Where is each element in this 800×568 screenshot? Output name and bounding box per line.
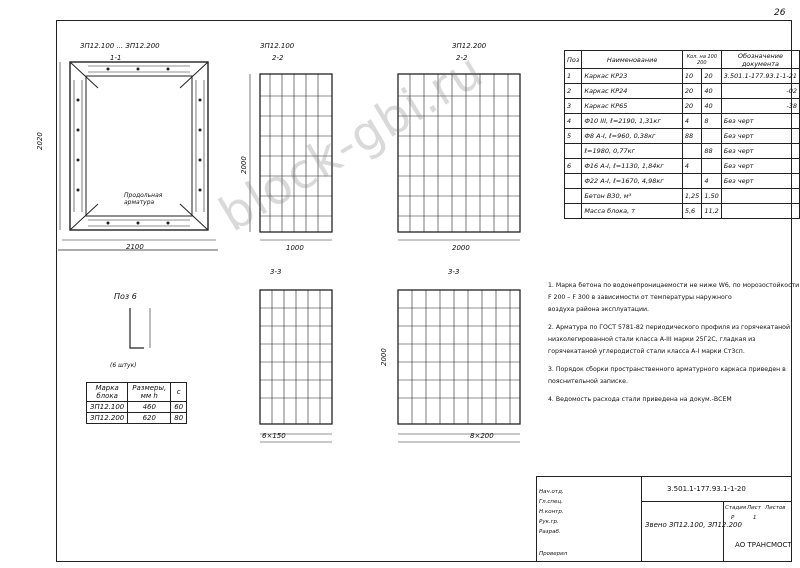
pos6-header-mark: Марка блока (85, 382, 129, 402)
sheet-frame (56, 20, 792, 562)
dim-2020: 2020 (36, 132, 44, 150)
note-line: 2. Арматура по ГОСТ 5781-82 периодическо… (548, 324, 790, 331)
note-line: 1. Марка бетона по водонепроницаемости н… (548, 282, 800, 289)
pos6-dimension-table: Марка блока Размеры, мм h c ЗП12.100 460… (85, 382, 188, 424)
spec-header-doc: Обозначение документа (720, 50, 800, 69)
title-block-code-cell (641, 477, 791, 502)
dim-2100: 2100 (126, 243, 144, 251)
stage-header: Стадия (725, 505, 747, 511)
pos6-header-c: c (170, 382, 188, 402)
section-3-3b-label: 3-3 (448, 268, 460, 276)
drawing-code: 3.501.1-177.93.1-1-20 (667, 485, 746, 493)
dim-pitch-150: 6×150 (262, 432, 286, 440)
dim-pitch-200: 8×200 (470, 432, 494, 440)
rebar-note: Продольная арматура (124, 192, 163, 206)
stage-value: Р (731, 515, 735, 521)
pos6-qty-note: (6 штук) (110, 362, 137, 369)
section-2-2b-label: 2-2 (456, 54, 468, 62)
page-number: 26 (774, 8, 786, 18)
table-row: ЗП12.100 460 60 (85, 401, 188, 413)
pos6-title: Поз 6 (114, 292, 137, 301)
notes-block: 1. Марка бетона по водонепроницаемости н… (548, 280, 800, 406)
dim-2000-width: 2000 (452, 244, 470, 252)
note-line: горячекатаной углеродистой стали класса … (548, 348, 745, 355)
drawing-name: Звено ЗП12.100, ЗП12.200 (645, 521, 742, 529)
sheet-header: Лист (747, 505, 761, 511)
title-block-signatures: Нач.отд. Гл.спец. Н.контр. Рук.гр. Разра… (537, 477, 642, 561)
section-3-3b-drawing (397, 289, 521, 443)
sheets-header: Листов (765, 505, 786, 511)
dim-2000b: 2000 (380, 348, 388, 366)
specification-table: Поз Наименование Кол. на 100 200 Обознач… (563, 50, 800, 219)
note-line: воздуха района эксплуатации. (548, 306, 650, 313)
spec-header-name: Наименование (581, 50, 683, 69)
sheet-value: 1 (753, 515, 757, 521)
title-block-stage-cell (723, 501, 792, 561)
dim-1000: 1000 (286, 244, 304, 252)
section-1-1-label: 1-1 (110, 54, 122, 62)
pos6-header-h: Размеры, мм h (127, 382, 172, 402)
note-line: F 200 – F 300 в зависимости от температу… (548, 294, 732, 301)
note-line: 4. Ведомость расхода стали приведена на … (548, 396, 732, 403)
title-block: Нач.отд. Гл.спец. Н.контр. Рук.гр. Разра… (536, 476, 792, 562)
organization: АО ТРАНСМОСТ (735, 541, 792, 549)
section-3-3a-drawing (259, 289, 333, 443)
spec-header-qty: Кол. на 100 200 (681, 50, 722, 69)
note-line: 3. Порядок сборки пространственного арма… (548, 366, 786, 373)
table-row: ЗП12.200 620 80 (85, 412, 188, 424)
pos6-sketch (129, 308, 151, 349)
section-2-2b-drawing (397, 73, 521, 241)
right-drawing-title: ЗП12.200 (452, 42, 487, 50)
section-2-2a-label: 2-2 (272, 54, 284, 62)
left-drawing-title: ЗП12.100 ... ЗП12.200 (80, 42, 160, 50)
section-3-3a-label: 3-3 (270, 268, 282, 276)
note-line: низколегированной стали класса А-III мар… (548, 336, 756, 343)
section-1-1-drawing (58, 61, 218, 251)
note-line: пояснительной записке. (548, 378, 628, 385)
section-2-2a-drawing (249, 73, 333, 241)
spec-header-pos: Поз (563, 50, 583, 69)
mid-drawing-title: ЗП12.100 (260, 42, 295, 50)
